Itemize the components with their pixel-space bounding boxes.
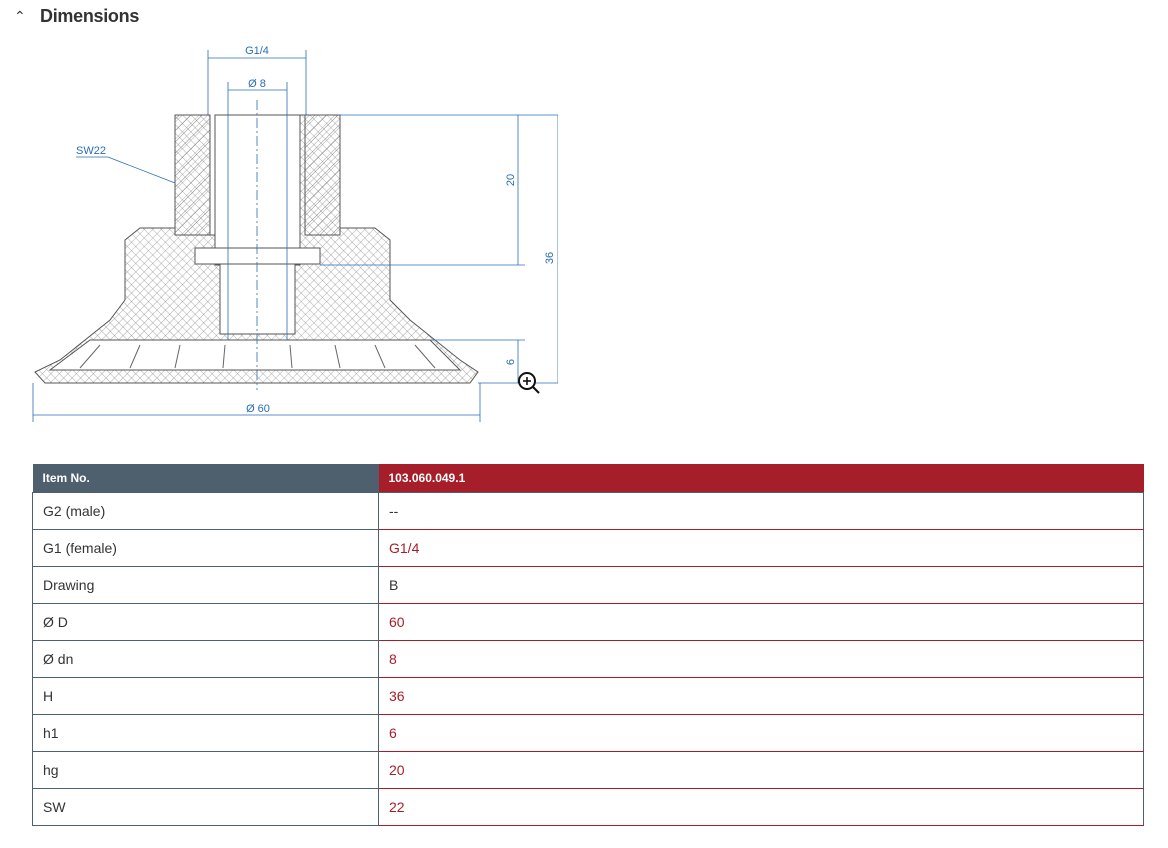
row-key: H bbox=[32, 677, 379, 715]
row-value: -- bbox=[378, 492, 1144, 530]
row-key: Ø D bbox=[32, 603, 379, 641]
dimensions-table: Item No. 103.060.049.1 G2 (male)--G1 (fe… bbox=[32, 464, 1144, 826]
row-value: 36 bbox=[378, 677, 1144, 715]
section-header[interactable]: ⌃ Dimensions bbox=[14, 6, 139, 27]
table-row: G2 (male)-- bbox=[32, 492, 1144, 530]
row-value: 6 bbox=[378, 714, 1144, 752]
label-g: G1/4 bbox=[245, 45, 269, 57]
row-key: G2 (male) bbox=[32, 492, 379, 530]
row-value: G1/4 bbox=[378, 529, 1144, 567]
label-hg: 20 bbox=[505, 174, 517, 186]
part-section bbox=[34, 114, 479, 384]
zoom-in-icon[interactable] bbox=[518, 372, 540, 394]
row-key: hg bbox=[32, 751, 379, 789]
row-key: G1 (female) bbox=[32, 529, 379, 567]
section-title: Dimensions bbox=[40, 6, 140, 26]
label-sw: SW22 bbox=[76, 145, 106, 157]
table-header-row: Item No. 103.060.049.1 bbox=[32, 464, 1144, 493]
chevron-up-icon[interactable]: ⌃ bbox=[14, 8, 26, 24]
row-key: h1 bbox=[32, 714, 379, 752]
table-row: G1 (female)G1/4 bbox=[32, 529, 1144, 567]
header-key: Item No. bbox=[32, 464, 379, 493]
row-key: Drawing bbox=[32, 566, 379, 604]
label-d: Ø 60 bbox=[246, 403, 270, 415]
row-value: 60 bbox=[378, 603, 1144, 641]
dimension-drawing[interactable]: G1/4 Ø 8 SW22 20 36 6 Ø 60 bbox=[28, 40, 558, 430]
label-h: 36 bbox=[544, 252, 556, 264]
label-dn: Ø 8 bbox=[248, 78, 266, 90]
header-item-number: 103.060.049.1 bbox=[378, 464, 1144, 493]
label-h1: 6 bbox=[505, 359, 517, 365]
dimension-lines bbox=[32, 50, 558, 422]
row-value: 20 bbox=[378, 751, 1144, 789]
row-key: SW bbox=[32, 788, 379, 826]
row-value: 8 bbox=[378, 640, 1144, 678]
row-value: B bbox=[378, 566, 1144, 604]
row-key: Ø dn bbox=[32, 640, 379, 678]
row-value: 22 bbox=[378, 788, 1144, 826]
